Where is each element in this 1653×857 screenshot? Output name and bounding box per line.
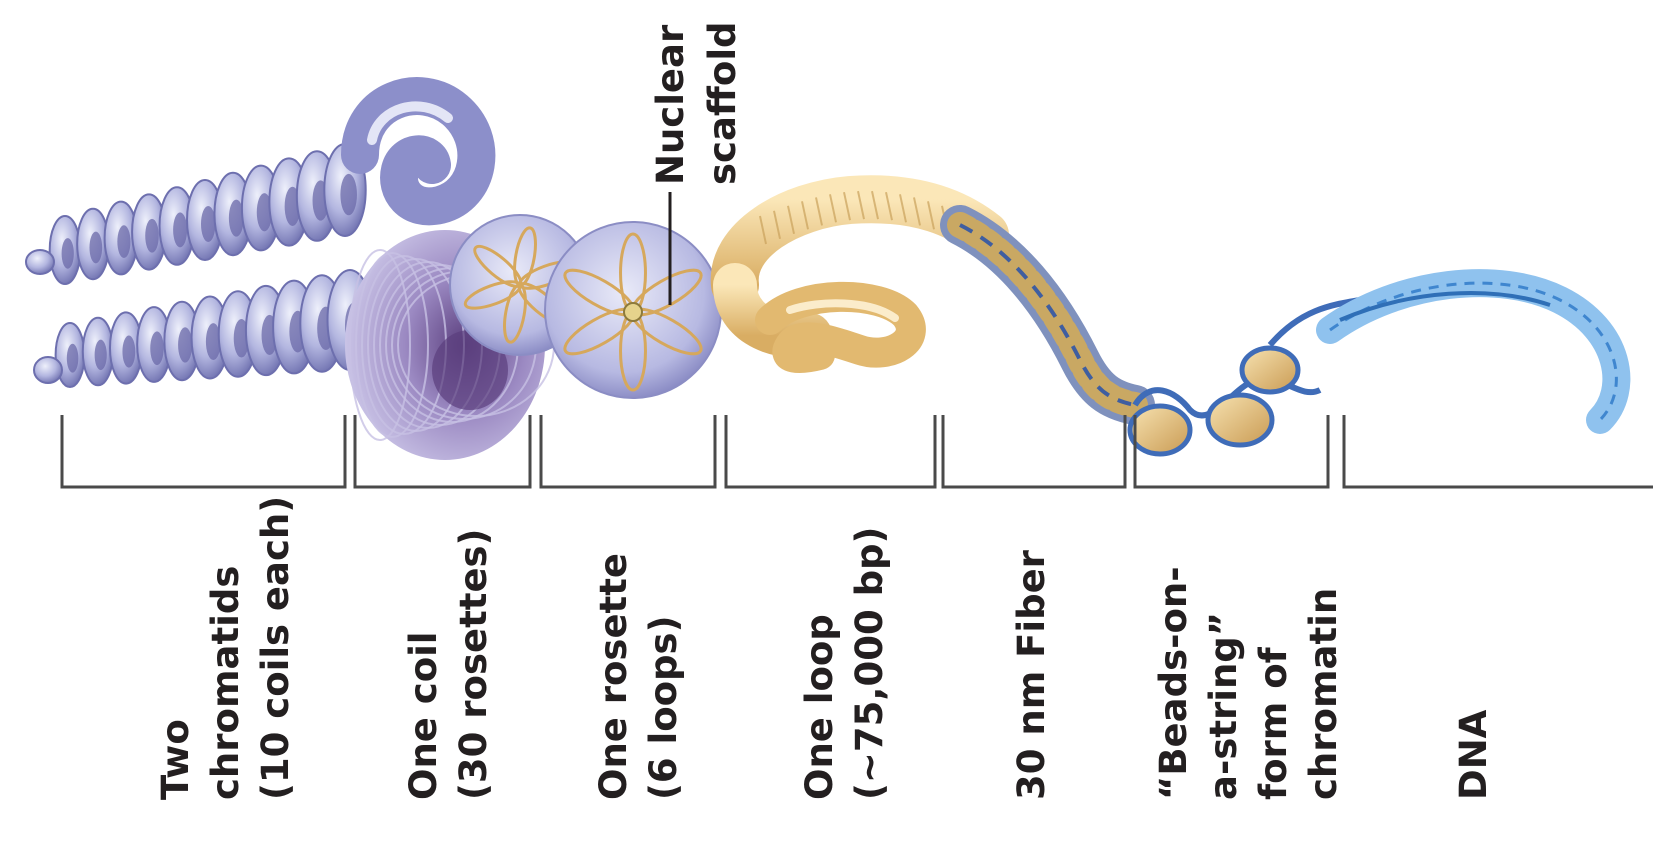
nucleosome-bead [1208,395,1272,445]
coil-turn-hole [173,212,187,247]
stage-bracket [943,415,1125,487]
upper-chromatid-curl [360,96,476,206]
coil-turn-hole [145,219,159,253]
stage-label-one-coil-line-1: One coil [402,632,445,801]
thirty-nm-fiber [960,225,1135,405]
lower-chromatid-coil [56,270,373,387]
coil-turn-hole [95,340,107,370]
nucleosome-bead [1130,406,1190,454]
stage-label-beads-on-a-string-line-3: form of [1252,646,1295,800]
stage-label-dna-line-1: DNA [1452,709,1495,800]
upper-chromatid-coil [50,144,366,284]
nuclear-scaffold-core [624,303,642,321]
stage-bracket [541,415,715,487]
coil-turn-hole [117,225,130,258]
stage-label-beads-on-a-string-line-1: “Beads-on- [1152,566,1195,800]
coil-turn-hole [150,331,163,365]
dna-double-helix [1330,283,1616,420]
coil-turn-hole [178,327,192,362]
coil-turn-hole [89,232,102,264]
stage-label-beads-on-a-string-line-2: a-string” [1202,612,1245,800]
callout-label-line-1: Nuclear [649,24,692,185]
stage-label-two-chromatids-line-1: Two [154,719,197,800]
lower-chromatid-tip [34,357,62,383]
stage-label-beads-on-a-string-line-4: chromatin [1302,588,1345,800]
upper-chromatid-tip [26,250,54,274]
nucleosome-bead [1242,348,1298,392]
coil-turn-hole [62,238,74,269]
stage-bracket [726,415,935,487]
chromatin-illustration [26,96,1616,460]
coil-turn-hole [67,344,79,373]
coil-turn-hole [340,174,357,215]
stage-label-one-rosette-line-1: One rosette [592,553,635,800]
stage-bracket [62,415,345,487]
stage-label-one-coil-line-2: (30 rosettes) [452,529,495,800]
stage-label-two-chromatids-line-2: chromatids [204,566,247,800]
stage-label-two-chromatids-line-3: (10 coils each) [254,496,297,800]
stage-label-one-loop-line-2: (~75,000 bp) [848,527,891,800]
stage-label-one-loop-line-1: One loop [798,614,841,800]
callout-label-line-2: scaffold [701,22,744,185]
coil-turn-hole [201,206,215,242]
stage-label-one-rosette-line-2: (6 loops) [642,616,685,800]
stage-brackets [62,415,1653,487]
coil-turn-hole [122,336,135,368]
stage-label-30nm-fiber-line-1: 30 nm Fiber [1010,549,1053,800]
